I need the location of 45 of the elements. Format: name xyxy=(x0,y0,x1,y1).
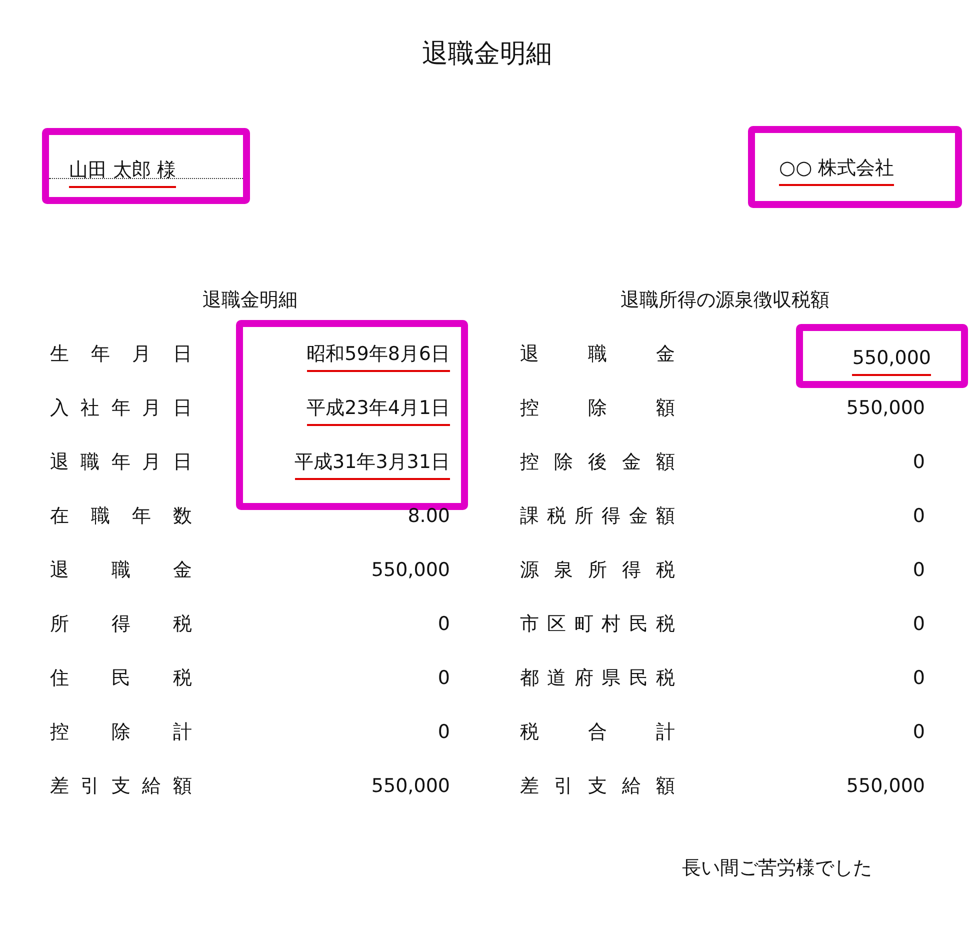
row-label: 入 社 年 月 日 xyxy=(50,396,192,421)
row-label: 退 職 金 xyxy=(50,558,192,583)
row-label: 在 職 年 数 xyxy=(50,504,192,529)
row-label: 所 得 税 xyxy=(50,612,192,637)
value-text: 550,000 xyxy=(370,774,450,799)
row-label: 課 税 所 得 金 額 xyxy=(520,504,675,529)
value-text: 0 xyxy=(912,558,925,583)
row-label: 生 年 月 日 xyxy=(50,342,192,367)
value-text: 0 xyxy=(436,666,450,691)
value-text: 8.00 xyxy=(406,504,450,529)
section-heading: 退職所得の源泉徴収税額 xyxy=(620,288,830,313)
company-box xyxy=(748,126,962,208)
row-label: 控 除 計 xyxy=(50,720,192,745)
row-label: 控 除 後 金 額 xyxy=(520,450,675,475)
value-text: 550,000 xyxy=(845,396,925,421)
value-text: 0 xyxy=(912,666,925,691)
row-label: 市 区 町 村 民 税 xyxy=(520,612,675,637)
date-text: 平成23年4月1日 xyxy=(306,395,450,426)
amount-value: 550,000 xyxy=(852,345,931,376)
row-label: 都 道 府 県 民 税 xyxy=(520,666,675,691)
row-label: 税 合 計 xyxy=(520,720,675,745)
row-label: 源 泉 所 得 税 xyxy=(520,558,675,583)
amount-box xyxy=(796,324,968,388)
section-heading: 退職金明細 xyxy=(202,288,298,313)
value-text: 0 xyxy=(912,612,925,637)
document-title: 退職金明細 xyxy=(421,38,553,70)
date-text: 平成31年3月31日 xyxy=(294,449,450,480)
closing-note: 長い間ご苦労様でした xyxy=(682,856,872,881)
name-box xyxy=(42,128,250,204)
row-label: 差 引 支 給 額 xyxy=(50,774,192,799)
value-text: 0 xyxy=(436,612,450,637)
recipient-name: 山田 太郎 様 xyxy=(69,157,176,188)
date-text: 昭和59年8月6日 xyxy=(306,341,450,372)
row-label: 住 民 税 xyxy=(50,666,192,691)
value-text: 0 xyxy=(912,450,925,475)
row-label: 控 除 額 xyxy=(520,396,675,421)
value-text: 550,000 xyxy=(845,774,925,799)
company-name: ○○ 株式会社 xyxy=(779,155,894,186)
row-label: 差 引 支 給 額 xyxy=(520,774,675,799)
value-text: 0 xyxy=(912,504,925,529)
row-label: 退 職 金 xyxy=(520,342,675,367)
value-text: 0 xyxy=(436,720,450,745)
value-text: 0 xyxy=(912,720,925,745)
value-text: 550,000 xyxy=(370,558,450,583)
row-label: 退 職 年 月 日 xyxy=(50,450,192,475)
